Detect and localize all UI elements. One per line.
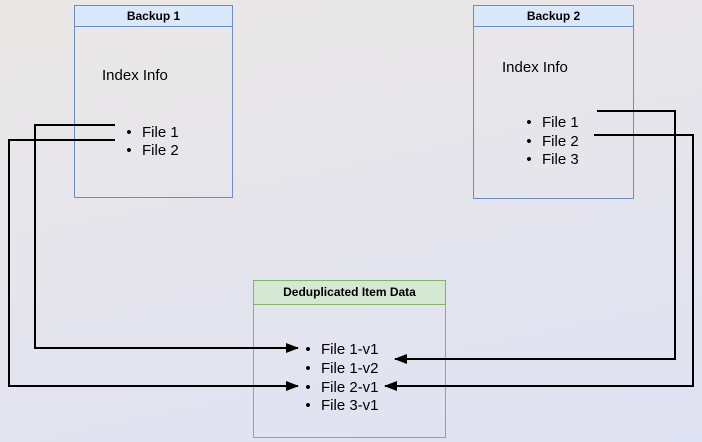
list-item: • File 3 [522,150,579,168]
list-item-label: File 1-v1 [321,340,379,358]
bullet-icon: • [305,396,311,414]
list-item: • File 1-v1 [301,340,379,358]
backup1-box: Backup 1 Index Info • File 1 • File 2 [74,5,233,198]
backup2-box: Backup 2 Index Info • File 1 • File 2 • … [473,5,634,199]
list-item: • File 1 [522,113,579,131]
list-item-label: File 2 [542,132,579,150]
list-item-label: File 2-v1 [321,378,379,396]
list-item-label: File 2 [142,141,179,159]
deduplicated-item-data-box: Deduplicated Item Data • File 1-v1 • Fil… [253,280,446,438]
list-item-label: File 3 [542,150,579,168]
bullet-icon: • [305,340,311,358]
list-item-label: File 3-v1 [321,396,379,414]
bullet-icon: • [305,359,311,377]
backup1-title: Backup 1 [75,6,232,27]
list-item: • File 2 [522,132,579,150]
bullet-icon: • [305,378,311,396]
list-item: • File 1 [122,123,179,141]
bullet-icon: • [526,150,532,168]
bullet-icon: • [126,141,132,159]
bullet-icon: • [526,113,532,131]
list-item-label: File 1 [142,123,179,141]
list-item: • File 2-v1 [301,378,379,396]
list-item: • File 1-v2 [301,359,379,377]
list-item: • File 2 [122,141,179,159]
backup2-index-info-label: Index Info [502,59,568,76]
list-item: • File 3-v1 [301,396,379,414]
list-item-label: File 1 [542,113,579,131]
backup1-index-info-label: Index Info [102,67,168,84]
bullet-icon: • [526,132,532,150]
bullet-icon: • [126,123,132,141]
backup2-title: Backup 2 [474,6,633,27]
dedup-title: Deduplicated Item Data [254,281,445,305]
list-item-label: File 1-v2 [321,359,379,377]
